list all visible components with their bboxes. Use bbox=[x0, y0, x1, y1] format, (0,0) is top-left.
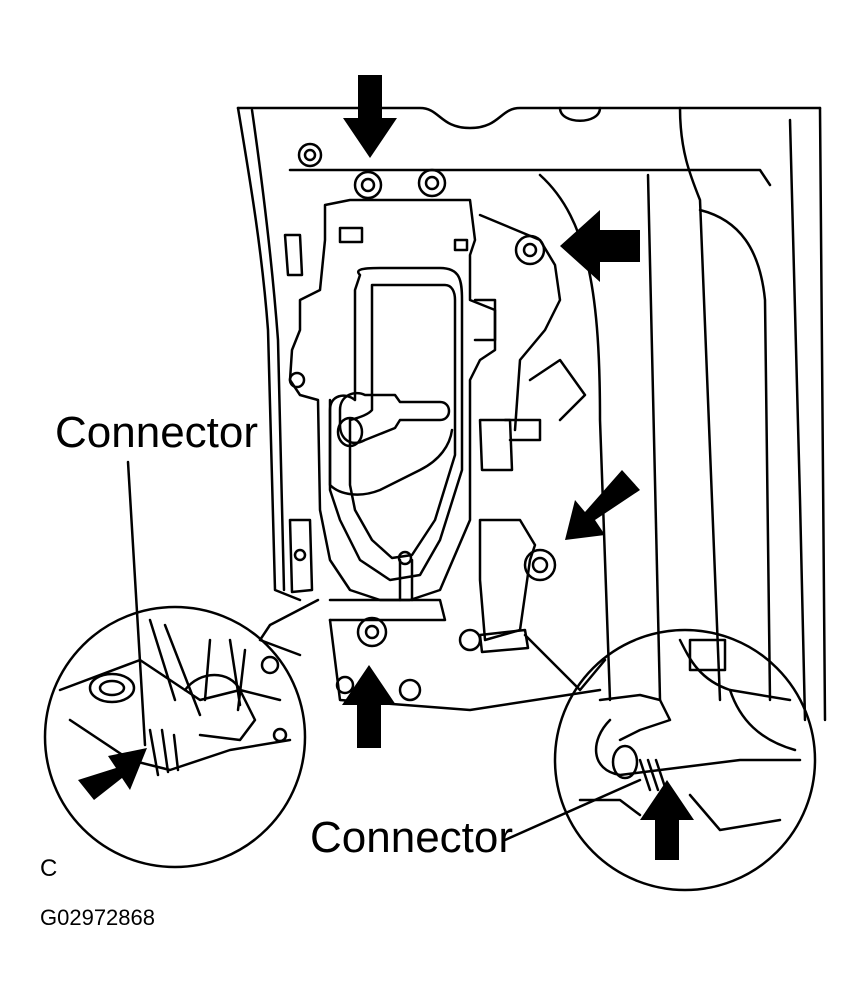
console-body bbox=[236, 106, 827, 722]
arrow-right-upper-left bbox=[560, 210, 640, 282]
arrow-left-circle bbox=[78, 748, 147, 800]
lower-bracket bbox=[283, 233, 602, 712]
figure-id: G02972868 bbox=[40, 905, 155, 930]
connector-label-right: Connector bbox=[310, 813, 514, 862]
left-detail-circle bbox=[43, 598, 320, 869]
arrow-top-down bbox=[343, 75, 397, 158]
leader-line-left bbox=[126, 460, 147, 747]
shift-lever-stub bbox=[328, 391, 454, 496]
top-bolts bbox=[353, 168, 447, 200]
arrow-right-lower-diag bbox=[565, 470, 640, 540]
connector-label-left: Connector bbox=[55, 408, 259, 457]
view-letter: C bbox=[40, 855, 58, 882]
arrow-right-circle bbox=[640, 780, 694, 860]
arrow-bottom-up bbox=[342, 665, 396, 748]
leader-line-right bbox=[503, 778, 642, 842]
shift-lever-housing bbox=[288, 198, 587, 602]
